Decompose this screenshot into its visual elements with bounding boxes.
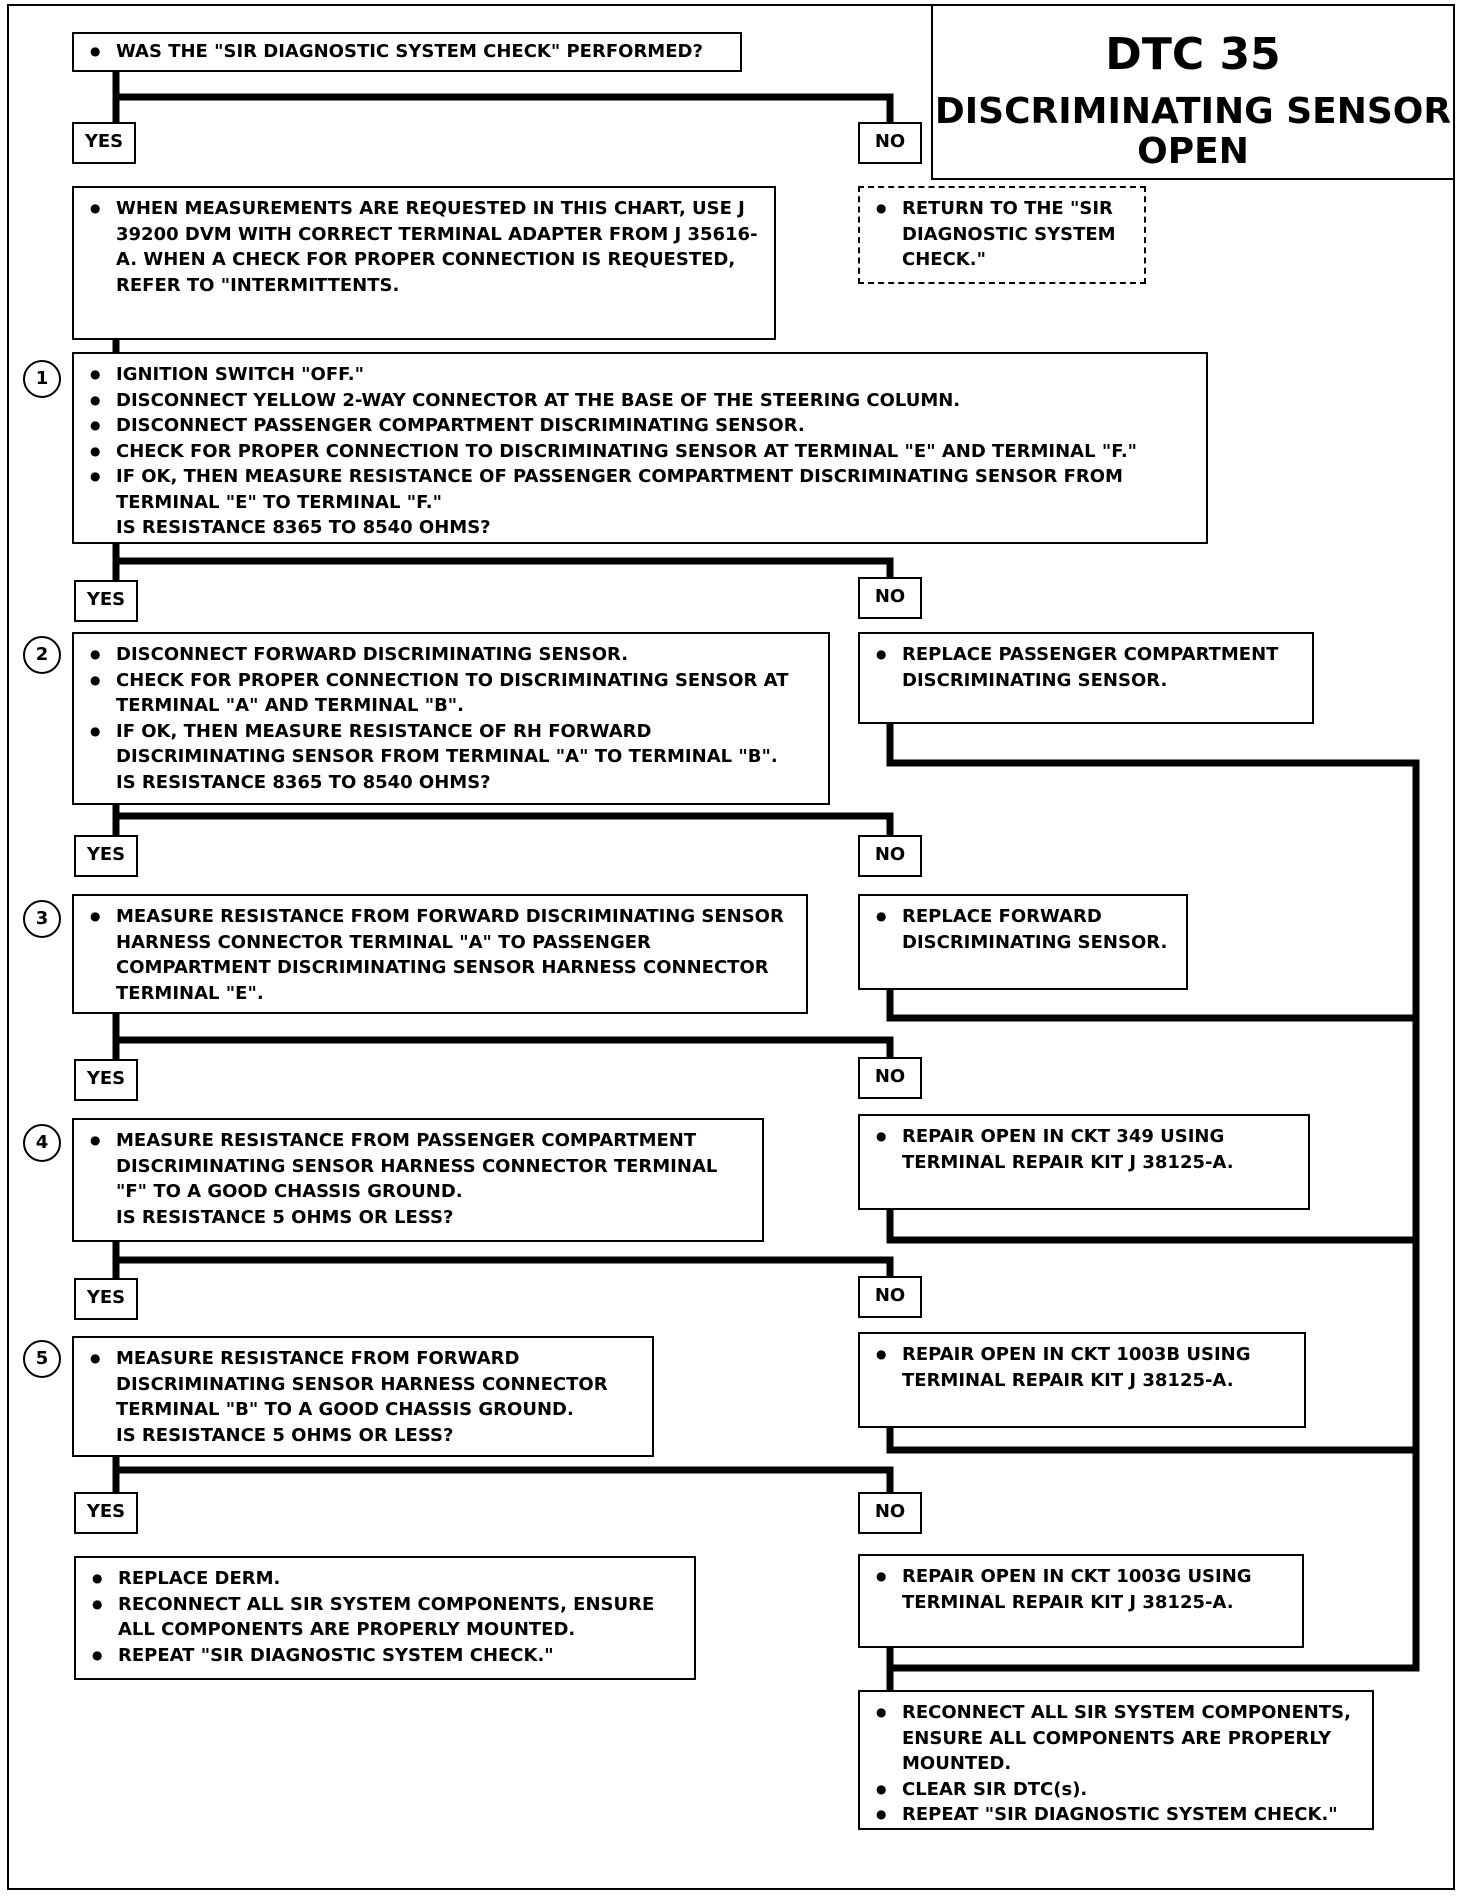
step5-question: IS RESISTANCE 5 OHMS OR LESS? [116, 1424, 454, 1446]
connector-step2 [112, 799, 894, 839]
step2-question: IS RESISTANCE 8365 TO 8540 OHMS? [116, 771, 491, 793]
connector-no1 [886, 717, 1420, 767]
step5-yes-item: RECONNECT ALL SIR SYSTEM COMPONENTS, ENS… [86, 1592, 684, 1643]
step5-text: MEASURE RESISTANCE FROM FORWARD DISCRIMI… [84, 1346, 642, 1423]
step4-box: MEASURE RESISTANCE FROM PASSENGER COMPAR… [72, 1118, 764, 1242]
title-box: DTC 35 DISCRIMINATING SENSOR OPEN [931, 4, 1455, 180]
step5-box: MEASURE RESISTANCE FROM FORWARD DISCRIMI… [72, 1336, 654, 1457]
final-item: REPEAT "SIR DIAGNOSTIC SYSTEM CHECK." [870, 1802, 1362, 1828]
step1-box: IGNITION SWITCH "OFF." DISCONNECT YELLOW… [72, 352, 1208, 544]
return-text: RETURN TO THE "SIR DIAGNOSTIC SYSTEM CHE… [870, 196, 1134, 273]
final-box: RECONNECT ALL SIR SYSTEM COMPONENTS, ENS… [858, 1690, 1374, 1830]
no-label-3: NO [858, 1057, 922, 1099]
yes-label-2: YES [74, 835, 138, 877]
step1-item: IF OK, THEN MEASURE RESISTANCE OF PASSEN… [84, 464, 1196, 515]
page-border [7, 4, 1455, 1890]
yes-label-3: YES [74, 1059, 138, 1101]
step1-no-text: REPLACE PASSENGER COMPARTMENT DISCRIMINA… [870, 642, 1302, 693]
step1-no-box: REPLACE PASSENGER COMPARTMENT DISCRIMINA… [858, 632, 1314, 724]
instructions-box: WHEN MEASUREMENTS ARE REQUESTED IN THIS … [72, 186, 776, 340]
step4-no-box: REPAIR OPEN IN CKT 1003B USING TERMINAL … [858, 1332, 1306, 1428]
step5-no-text: REPAIR OPEN IN CKT 1003G USING TERMINAL … [870, 1564, 1292, 1615]
step-number-2: 2 [23, 636, 61, 674]
step4-text: MEASURE RESISTANCE FROM PASSENGER COMPAR… [84, 1128, 752, 1205]
step4-no-text: REPAIR OPEN IN CKT 1003B USING TERMINAL … [870, 1342, 1294, 1393]
step3-box: MEASURE RESISTANCE FROM FORWARD DISCRIMI… [72, 894, 808, 1014]
no-label-2: NO [858, 835, 922, 877]
connector-step1 [112, 538, 894, 584]
step5-no-box: REPAIR OPEN IN CKT 1003G USING TERMINAL … [858, 1554, 1304, 1648]
step2-item: DISCONNECT FORWARD DISCRIMINATING SENSOR… [84, 642, 818, 668]
step1-question: IS RESISTANCE 8365 TO 8540 OHMS? [116, 517, 491, 538]
connector-step3 [112, 1008, 894, 1063]
final-item: RECONNECT ALL SIR SYSTEM COMPONENTS, ENS… [870, 1700, 1362, 1777]
step1-item: DISCONNECT PASSENGER COMPARTMENT DISCRIM… [84, 413, 1196, 439]
step1-item: IGNITION SWITCH "OFF." [84, 362, 1196, 388]
connector-no2 [886, 984, 1420, 1022]
step-number-4: 4 [23, 1124, 61, 1162]
step3-no-text: REPAIR OPEN IN CKT 349 USING TERMINAL RE… [870, 1124, 1298, 1175]
step1-item: CHECK FOR PROPER CONNECTION TO DISCRIMIN… [84, 439, 1196, 465]
final-item: CLEAR SIR DTC(s). [870, 1777, 1362, 1803]
start-question: WAS THE "SIR DIAGNOSTIC SYSTEM CHECK" PE… [84, 39, 730, 65]
step-number-5: 5 [23, 1340, 61, 1378]
yes-label-1: YES [74, 580, 138, 622]
step3-no-box: REPAIR OPEN IN CKT 349 USING TERMINAL RE… [858, 1114, 1310, 1210]
no-label-4: NO [858, 1276, 922, 1318]
no-label-0: NO [858, 122, 922, 164]
instructions-text: WHEN MEASUREMENTS ARE REQUESTED IN THIS … [84, 196, 764, 298]
step5-yes-item: REPEAT "SIR DIAGNOSTIC SYSTEM CHECK." [86, 1643, 684, 1669]
step-number-1: 1 [23, 360, 61, 398]
connector-no4 [886, 1422, 1420, 1454]
step2-no-text: REPLACE FORWARD DISCRIMINATING SENSOR. [870, 904, 1176, 955]
no-label-1: NO [858, 577, 922, 619]
connector-start [112, 66, 894, 126]
return-box: RETURN TO THE "SIR DIAGNOSTIC SYSTEM CHE… [858, 186, 1146, 284]
step2-item: IF OK, THEN MEASURE RESISTANCE OF RH FOR… [84, 719, 818, 770]
step4-question: IS RESISTANCE 5 OHMS OR LESS? [116, 1206, 454, 1228]
yes-label-0: YES [72, 122, 136, 164]
connector-step4 [112, 1236, 894, 1282]
step5-yes-box: REPLACE DERM. RECONNECT ALL SIR SYSTEM C… [74, 1556, 696, 1680]
yes-label-4: YES [74, 1278, 138, 1320]
connector-step5 [112, 1451, 894, 1496]
page-subtitle: DISCRIMINATING SENSOR OPEN [934, 91, 1452, 172]
step2-no-box: REPLACE FORWARD DISCRIMINATING SENSOR. [858, 894, 1188, 990]
step3-text: MEASURE RESISTANCE FROM FORWARD DISCRIMI… [84, 904, 796, 1006]
yes-label-5: YES [74, 1492, 138, 1534]
step5-yes-item: REPLACE DERM. [86, 1566, 684, 1592]
connector-no3 [886, 1204, 1420, 1244]
no-label-5: NO [858, 1492, 922, 1534]
step1-item: DISCONNECT YELLOW 2-WAY CONNECTOR AT THE… [84, 388, 1196, 414]
step-number-3: 3 [23, 900, 61, 938]
start-question-box: WAS THE "SIR DIAGNOSTIC SYSTEM CHECK" PE… [72, 32, 742, 72]
step2-box: DISCONNECT FORWARD DISCRIMINATING SENSOR… [72, 632, 830, 805]
step2-item: CHECK FOR PROPER CONNECTION TO DISCRIMIN… [84, 668, 818, 719]
page-title: DTC 35 [1105, 29, 1281, 80]
connector-no5 [886, 1642, 1420, 1672]
